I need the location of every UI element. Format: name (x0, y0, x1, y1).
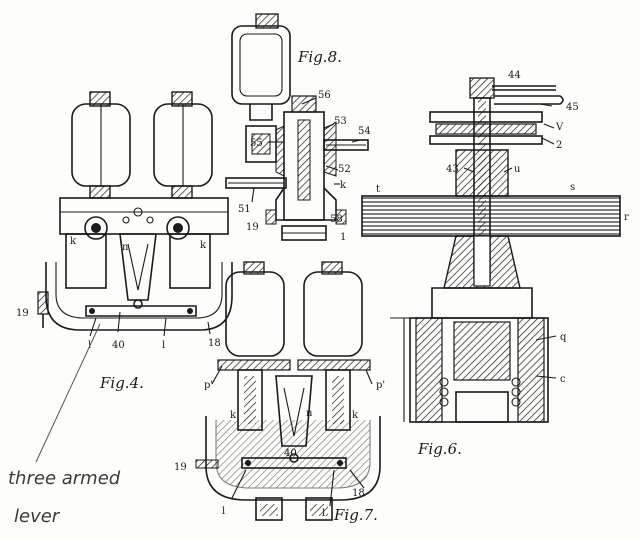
fig6-label-44: 44 (508, 70, 521, 81)
fig6-label-V: V (555, 122, 564, 133)
fig6-label-2: 2 (556, 140, 562, 151)
fig4-label-k-left: k (70, 236, 77, 247)
fig8-label-56: 56 (318, 90, 331, 101)
fig8-title: Fig.8. (297, 48, 342, 66)
handwritten-annotation: three armed lever (8, 323, 121, 527)
figure-8: Fig.8. 56 53 54 55 52 k 51 19 58 1 (225, 13, 371, 243)
fig6-label-s: s (570, 182, 575, 193)
fig7-title: Fig.7. (333, 506, 378, 524)
fig6-label-u: u (514, 164, 521, 175)
fig7-label-p-right: p' (376, 380, 385, 391)
fig7-label-40: 40 (284, 448, 297, 459)
fig4-label-l-right: l (162, 340, 165, 351)
fig6-label-r: r (624, 212, 629, 223)
fig6-label-c: c (560, 374, 566, 385)
fig7-label-p-left: p' (204, 380, 213, 391)
fig8-label-52: 52 (338, 164, 351, 175)
fig6-label-q: q (560, 332, 567, 343)
annotation-line-1: three armed (8, 468, 121, 489)
fig8-label-19: 19 (246, 222, 259, 233)
fig4-label-n: n (122, 242, 129, 253)
fig8-label-1: 1 (340, 232, 346, 243)
fig6-label-43: 43 (446, 164, 459, 175)
fig7-label-19: 19 (174, 462, 187, 473)
fig4-label-k-right: k (200, 240, 207, 251)
fig8-label-51: 51 (238, 204, 251, 215)
fig7-label-n: n (306, 408, 313, 419)
fig6-label-45: 45 (566, 102, 579, 113)
fig7-label-l-right: l (322, 508, 325, 519)
fig7-label-l-left: l (222, 506, 225, 517)
fig4-label-18: 18 (208, 338, 221, 349)
fig7-label-k-right: k (352, 410, 359, 421)
annotation-line-2: lever (14, 506, 61, 527)
fig6-title: Fig.6. (417, 440, 462, 458)
fig7-label-k-left: k (230, 410, 237, 421)
figure-4: k n k 19 l 40 l 18 Fig.4. (16, 91, 233, 392)
figure-7: p' p' k n k 40 19 18 l l Fig.7. (174, 261, 385, 524)
fig6-label-t: t (376, 184, 380, 195)
fig8-label-58: 58 (330, 214, 343, 225)
fig8-label-53: 53 (334, 116, 347, 127)
fig8-label-55: 55 (250, 138, 263, 149)
fig4-label-19: 19 (16, 308, 29, 319)
fig7-label-18: 18 (352, 488, 365, 499)
fig8-label-54: 54 (358, 126, 371, 137)
fig4-label-40: 40 (112, 340, 125, 351)
fig8-label-k: k (340, 180, 347, 191)
figure-6: 44 45 V 2 43 u t s r q c Fig.6. (361, 70, 629, 458)
fig4-title: Fig.4. (99, 374, 144, 392)
